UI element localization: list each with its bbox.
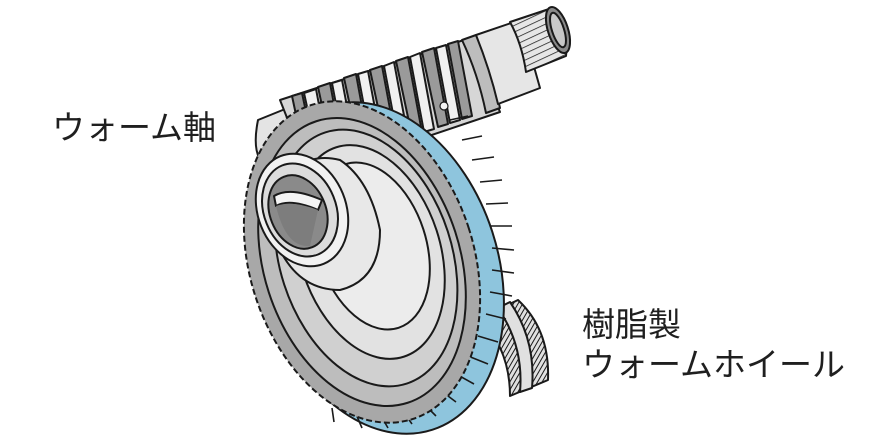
resin-worm-wheel-label: 樹脂製 ウォームホイール — [582, 305, 845, 384]
resin-worm-wheel-label-line1: 樹脂製 — [582, 305, 681, 344]
mesh-point — [439, 101, 449, 111]
worm-shaft-label: ウォーム軸 — [52, 108, 217, 147]
resin-worm-wheel-label-line2: ウォームホイール — [582, 344, 846, 384]
resin-worm-wheel — [242, 100, 550, 435]
